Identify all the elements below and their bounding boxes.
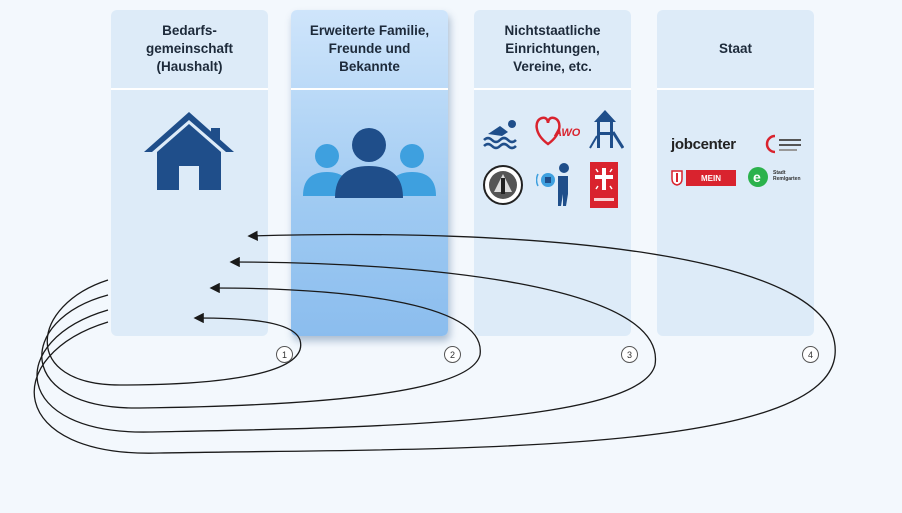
icon-area-ngo: AWO bbox=[474, 100, 631, 240]
loop-arrow-4 bbox=[33, 230, 836, 454]
column-title-household: Bedarfs- gemeinschaft (Haushalt) bbox=[145, 23, 234, 74]
caritas-icon bbox=[590, 162, 618, 208]
loop-arrow-1 bbox=[46, 279, 302, 386]
house-icon bbox=[144, 112, 234, 190]
loop-arrow-3 bbox=[36, 256, 656, 433]
column-ngo: Nichtstaatliche Einrichtungen, Vereine, … bbox=[474, 10, 631, 336]
column-title-state: Staat bbox=[718, 41, 752, 56]
column-divider bbox=[111, 88, 268, 90]
playground-icon bbox=[589, 110, 624, 149]
column-family: Erweiterte Familie, Freunde und Bekannte bbox=[291, 10, 448, 336]
column-title-family: Erweiterte Familie, Freunde und Bekannte bbox=[309, 23, 430, 74]
loop-arrow-2 bbox=[41, 282, 481, 409]
column-divider bbox=[291, 88, 448, 90]
emblem-icon bbox=[483, 165, 523, 205]
swimmer-icon bbox=[483, 120, 517, 150]
step-number-2: 2 bbox=[444, 346, 461, 363]
people-group-icon bbox=[303, 128, 436, 198]
column-divider bbox=[474, 88, 631, 90]
column-household: Bedarfs- gemeinschaft (Haushalt) bbox=[111, 10, 268, 336]
column-title-ngo: Nichtstaatliche Einrichtungen, Vereine, … bbox=[504, 23, 601, 74]
awo-logo-icon: AWO bbox=[535, 116, 580, 146]
state-shield-icon bbox=[671, 170, 683, 186]
svg-text:e: e bbox=[753, 169, 761, 185]
icon-area-family bbox=[291, 100, 448, 240]
column-state: Staat jobcenter MEIN e Stadt Remlgarten bbox=[657, 10, 814, 336]
icon-area-state: jobcenter MEIN e Stadt Remlgarten bbox=[657, 100, 814, 240]
step-number-1: 1 bbox=[276, 346, 293, 363]
stadt-logo-text: Stadt Remlgarten bbox=[773, 170, 801, 182]
jobcenter-logo: jobcenter bbox=[671, 136, 736, 153]
mein-logo-icon: MEIN bbox=[686, 170, 736, 186]
mein-logo-text: MEIN bbox=[701, 173, 721, 183]
awo-logo-text: AWO bbox=[553, 127, 580, 139]
column-divider bbox=[657, 88, 814, 90]
step-number-3: 3 bbox=[621, 346, 638, 363]
icon-area-household bbox=[111, 100, 268, 240]
delivery-person-icon bbox=[536, 163, 569, 206]
city-logo-icon bbox=[765, 134, 801, 154]
e-logo-icon: e bbox=[748, 167, 768, 187]
step-number-4: 4 bbox=[802, 346, 819, 363]
